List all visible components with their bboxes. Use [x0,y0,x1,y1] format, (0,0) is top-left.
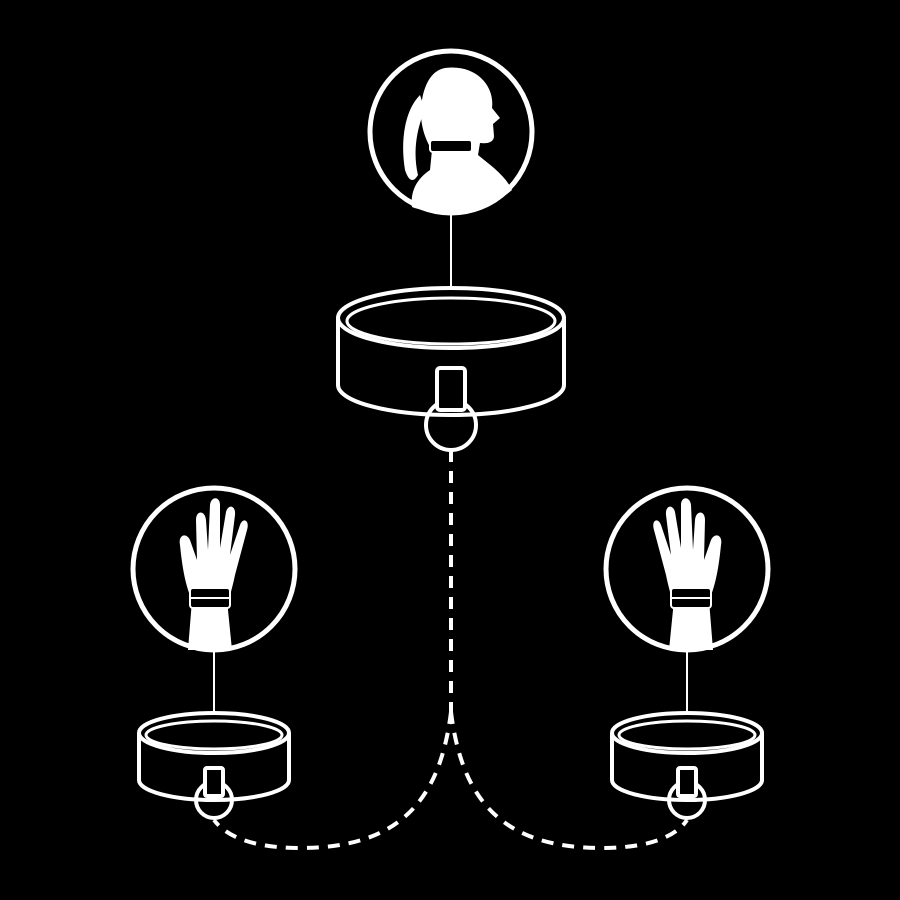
large-collar-top [336,286,566,350]
hand-with-cuff-icon [179,498,248,650]
large-collar-body [336,318,566,417]
chain-connector [212,450,689,851]
woman-collar-band [429,139,473,153]
chain-right [449,711,689,851]
right-cuff-body [610,733,764,802]
large-collar-buckle [435,366,467,412]
hand-with-cuff-icon [653,498,722,650]
right-cuff-group [603,485,771,820]
neck-collar-group [336,48,566,452]
left-cuff-group [130,485,298,820]
left-cuff-body [137,733,291,802]
chain-left [212,711,453,851]
